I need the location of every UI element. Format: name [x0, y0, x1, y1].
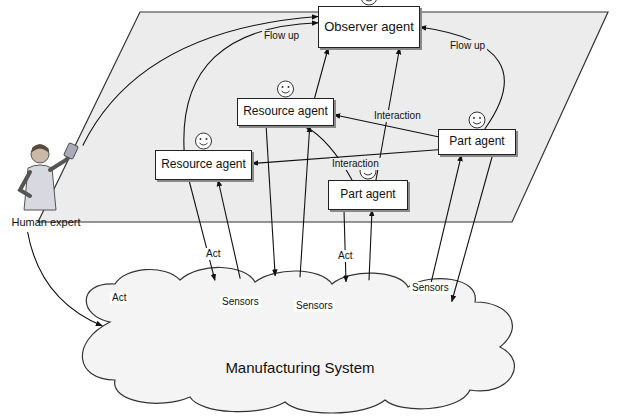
agent-smiley	[361, 0, 377, 5]
edge-label: Interaction	[330, 158, 381, 170]
connector-arrow	[189, 180, 215, 280]
agent-name: Part agent	[449, 135, 504, 148]
resource-agent-box: Resource agent	[155, 150, 252, 180]
edge-label: Interaction	[372, 110, 423, 122]
edge-label: Sensors	[220, 296, 261, 308]
agent-name: Resource agent	[243, 105, 328, 118]
actor-name: Human expert	[0, 216, 92, 228]
connector-arrow	[315, 48, 329, 98]
resource-agent-box: Resource agent	[237, 98, 334, 126]
agent-smiley	[278, 81, 294, 97]
connector-arrow	[266, 126, 275, 276]
edge-label: Sensors	[294, 300, 335, 312]
edge-label: Act	[110, 292, 128, 304]
connector-arrow	[369, 210, 372, 280]
agent-smiley	[469, 112, 485, 128]
agent-name: Part agent	[340, 188, 395, 201]
connector-arrow	[305, 126, 352, 180]
cloud-outline	[70, 262, 530, 414]
agent-name: Resource agent	[161, 158, 246, 171]
observer-agent-box: Observer agent	[318, 6, 420, 48]
connector-arrow	[83, 17, 318, 146]
manufacturing-cloud: Manufacturing System	[70, 262, 530, 414]
connector-arrow	[420, 27, 504, 129]
edge-label: Flow up	[448, 40, 487, 52]
agent-name: Observer agent	[324, 20, 414, 34]
connector-arrow	[300, 126, 310, 277]
human-figure	[10, 140, 80, 212]
connector-arrow	[218, 180, 240, 279]
agent-smiley	[196, 133, 212, 149]
system-name: Manufacturing System	[70, 360, 530, 377]
part-agent-box: Part agent	[438, 129, 516, 155]
edge-label: Act	[336, 250, 354, 262]
connector-arrow	[452, 155, 493, 302]
connector-arrow	[344, 210, 346, 282]
edge-label: Act	[204, 248, 222, 260]
connector-arrow	[184, 23, 318, 150]
human-expert: Human expert	[0, 138, 92, 232]
edge-label: Sensors	[410, 282, 451, 294]
connector-arrow	[429, 155, 462, 292]
edge-label: Flow up	[262, 30, 301, 42]
part-agent-box: Part agent	[328, 180, 408, 210]
